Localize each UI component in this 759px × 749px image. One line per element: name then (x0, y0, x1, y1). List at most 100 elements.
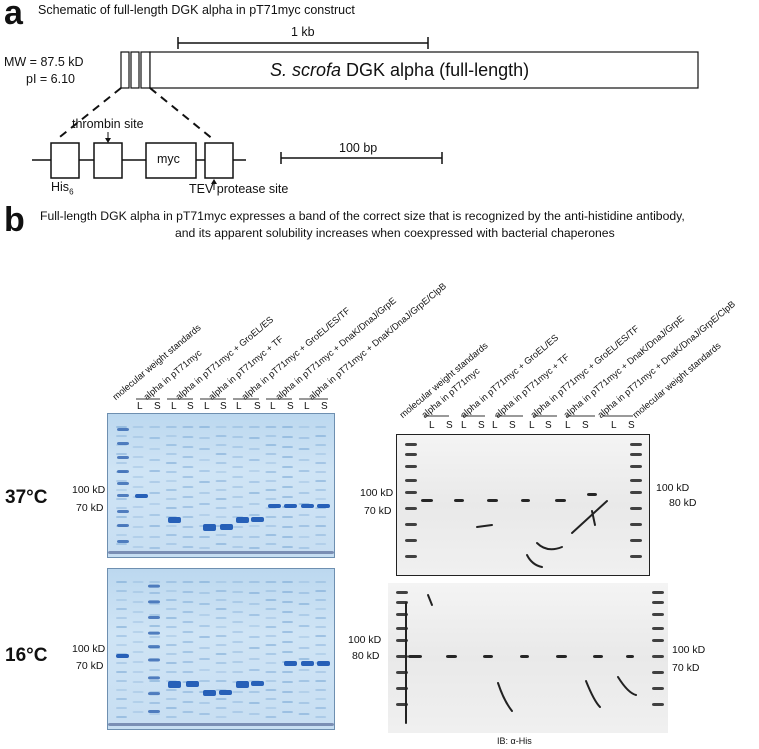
gel-bg-band (298, 691, 310, 693)
gel-bg-band (282, 536, 293, 538)
blot-ladder-band (405, 491, 417, 494)
dye-front (108, 723, 334, 726)
expressed-band (317, 504, 330, 508)
expressed-band (203, 690, 216, 696)
blot-artifact (427, 594, 433, 606)
gel-bg-band (315, 653, 327, 655)
gel-bg-band (199, 547, 210, 549)
tag-block (120, 51, 151, 89)
blot-ladder-band (405, 465, 417, 468)
gel-bg-band (265, 489, 277, 491)
gel-coomassie-37c (107, 413, 335, 558)
gel-bg-band (215, 581, 227, 583)
expressed-band (284, 661, 297, 666)
gel-bg-band (165, 507, 177, 509)
gel-bg-band (182, 446, 194, 448)
right-s-label-5: S (628, 420, 635, 431)
gel-bg-band (315, 626, 327, 628)
right-l-label-0: L (429, 420, 435, 431)
left-l-label-3: L (236, 401, 242, 412)
blot-ladder-band (652, 591, 664, 594)
gel-bg-band (165, 590, 177, 592)
blot-ladder-band (405, 539, 417, 542)
gel-bg-band (199, 603, 210, 605)
left-lane-group-lines (136, 398, 328, 400)
gel-bg-band (165, 671, 177, 673)
expressed-band (186, 681, 199, 687)
gel-bg-band (182, 536, 194, 538)
gel-bg-band (116, 590, 127, 592)
gel-bg-band (298, 536, 310, 538)
gel-bg-band (282, 526, 293, 528)
gel-bg-band (232, 641, 244, 643)
gel-bg-band (315, 590, 327, 592)
gel-bg-band (165, 498, 177, 500)
ladder-band (117, 470, 129, 473)
ladder-band (117, 456, 129, 459)
left-s-label-1: S (187, 401, 194, 412)
gel-bg-band (149, 459, 161, 461)
gel-bg-band (315, 444, 327, 446)
expressed-band (236, 681, 249, 688)
his-subscript: 6 (69, 187, 74, 197)
gel-bg-band (315, 498, 327, 500)
his-label: His6 (51, 180, 74, 197)
gel-bg-band (116, 707, 127, 709)
expressed-band (284, 504, 297, 508)
gel-bg-band (282, 601, 293, 603)
left-l-label-2: L (204, 401, 210, 412)
left-s-label-0: S (154, 401, 161, 412)
left-mw-70-16c: 70 kD (76, 660, 104, 672)
gel-bg-band (265, 617, 277, 619)
gel-bg-band (315, 534, 327, 536)
gel-bg-band (232, 426, 244, 428)
gel-bg-band (182, 631, 194, 633)
gel-bg-band (165, 435, 177, 437)
his-band (521, 499, 530, 502)
gel-bg-band (298, 680, 310, 682)
wb-mw-70-left-37c: 70 kD (364, 505, 392, 517)
wb-mw-80-left-16c: 80 kD (352, 650, 380, 662)
gel-bg-band (232, 466, 244, 468)
gel-bg-band (165, 534, 177, 536)
gel-bg-band (215, 716, 227, 718)
gel-bg-band (132, 516, 144, 518)
gel-bg-band (116, 435, 127, 437)
gel-bg-band (248, 448, 260, 450)
gel-bg-band (298, 459, 310, 461)
gel-bg-band (199, 426, 210, 428)
ladder-band (117, 494, 129, 497)
gel-bg-band (199, 592, 210, 594)
gel-bg-band (282, 671, 293, 673)
gel-bg-band (132, 446, 144, 448)
gel-bg-band (265, 707, 277, 709)
blot-ladder-band (630, 479, 642, 482)
gel-bg-band (265, 608, 277, 610)
gel-bg-band (165, 471, 177, 473)
gel-bg-band (282, 591, 293, 593)
gel-bg-band (149, 680, 161, 682)
gel-bg-band (215, 444, 227, 446)
gel-bg-band (248, 691, 260, 693)
gel-bg-band (265, 543, 277, 545)
gel-bg-band (282, 476, 293, 478)
right-l-label-2: L (492, 420, 498, 431)
gel-bg-band (149, 481, 161, 483)
gel-bg-band (215, 662, 227, 664)
gel-bg-band (116, 426, 127, 428)
gel-bg-band (116, 507, 127, 509)
right-s-label-3: S (545, 420, 552, 431)
his-band (520, 655, 529, 658)
blot-ladder-band (405, 523, 417, 526)
gel-bg-band (298, 437, 310, 439)
blot-ladder-band (630, 539, 642, 542)
blot-ladder-band (405, 443, 417, 446)
blot-artifact (476, 524, 493, 528)
gel-bg-band (149, 536, 161, 538)
ladder-band (117, 524, 129, 527)
gel-bg-band (116, 543, 127, 545)
gel-bg-band (116, 689, 127, 691)
gel-bg-band (149, 514, 161, 516)
left-s-label-4: S (287, 401, 294, 412)
gel-bg-band (199, 658, 210, 660)
